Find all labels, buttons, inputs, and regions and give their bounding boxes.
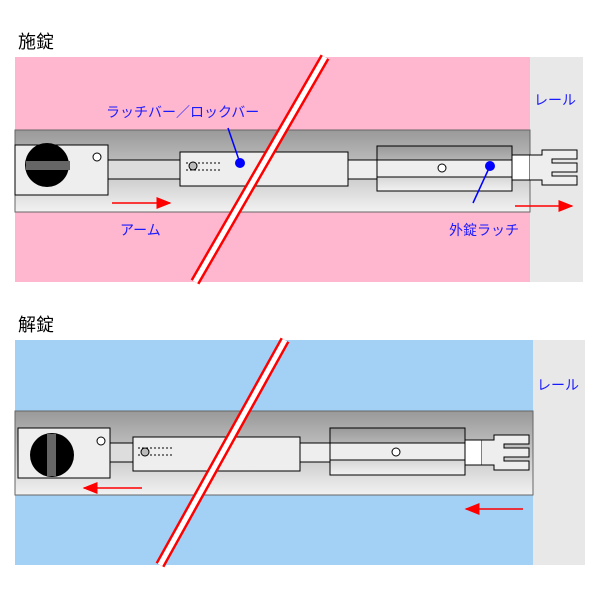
unlocked-title: 解錠 [18, 315, 54, 336]
outer-latch-label: 外錠ラッチ [449, 223, 519, 239]
rail-label: レール [534, 93, 576, 109]
latch-bar-label: ラッチバー／ロックバー [106, 105, 260, 121]
locked-panel [14, 54, 583, 285]
rail-label-unlocked: レール [537, 378, 579, 394]
locked-title: 施錠 [18, 32, 54, 53]
unlocked-panel [14, 337, 585, 568]
arm-label: アーム [120, 223, 161, 239]
